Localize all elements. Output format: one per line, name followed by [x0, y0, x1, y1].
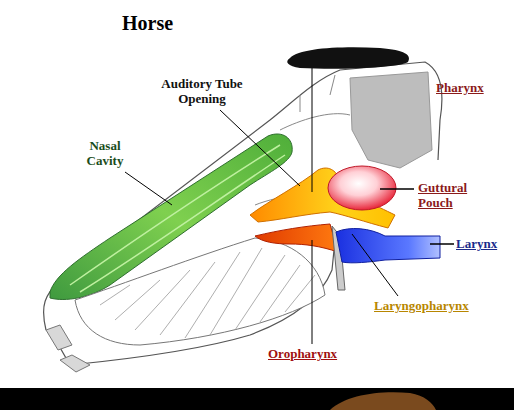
tongue [75, 238, 325, 345]
leader-line [430, 243, 454, 245]
diagram-title: Horse [122, 12, 173, 34]
leader-line [220, 110, 300, 186]
leader-line [352, 234, 398, 296]
part-label: Larynx [456, 236, 497, 251]
leader-line [125, 172, 172, 205]
oropharynx-shape [255, 224, 338, 252]
part-label: Auditory Tube Opening [146, 76, 258, 106]
part-label: Oropharynx [268, 346, 337, 361]
tongue-muscle-lines [100, 248, 315, 338]
part-label: Pharynx [436, 80, 484, 95]
guttural-pouch-shape [328, 166, 396, 210]
cranial-region [350, 72, 432, 168]
teeth [46, 325, 90, 372]
photo-fragment [330, 392, 436, 410]
bottom-band [0, 388, 514, 410]
redaction-mark [287, 47, 409, 68]
part-label: Nasal Cavity [70, 138, 140, 168]
leader-line [380, 188, 414, 190]
larynx-shape [336, 229, 440, 263]
part-label: Guttural Pouch [418, 180, 492, 210]
part-label: Laryngopharynx [374, 298, 469, 313]
leader-line [312, 240, 313, 344]
leader-line [312, 62, 313, 192]
